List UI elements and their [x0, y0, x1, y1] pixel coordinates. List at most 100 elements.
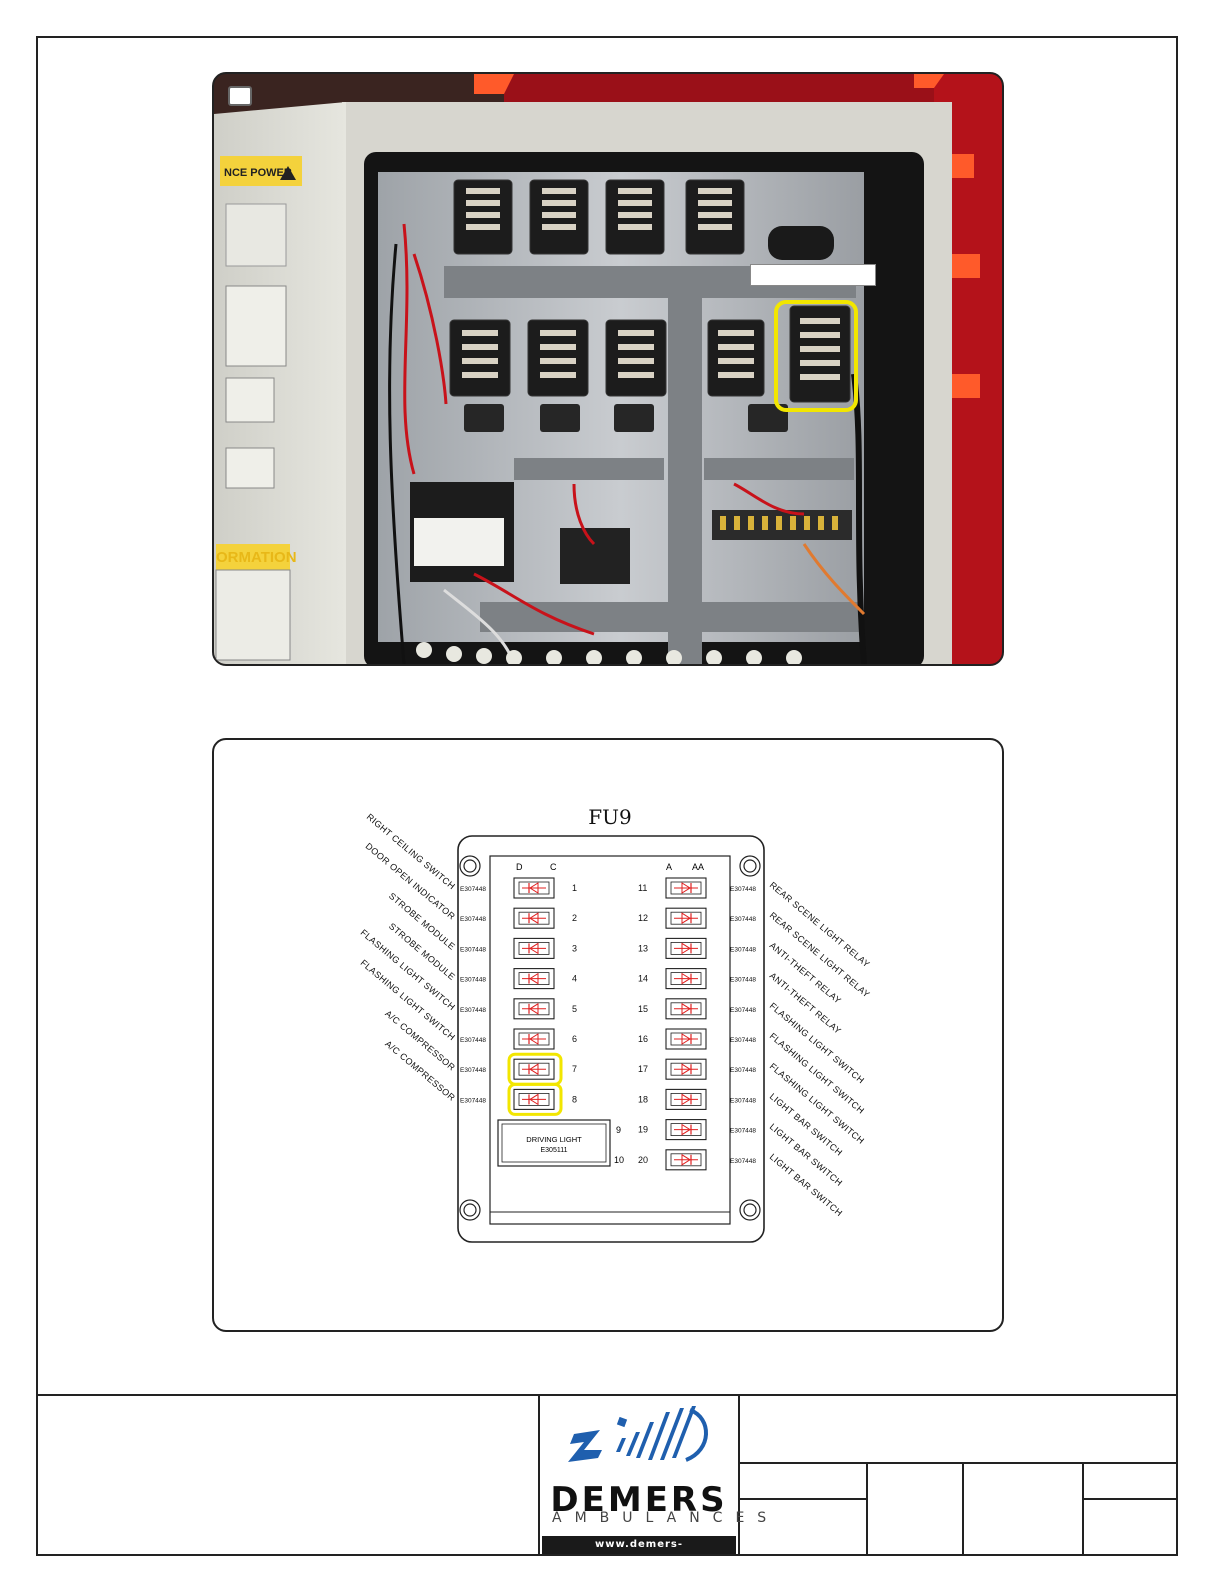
fuse-slot-15-frame	[665, 998, 707, 1020]
fuse-slot-2-inner	[518, 911, 550, 925]
slot-number-8: 8	[572, 1094, 577, 1104]
fuse-slot-20-inner	[670, 1153, 702, 1167]
fuse-slot-20-frame	[665, 1149, 707, 1171]
logo-url: www.demers-ambulances.com	[542, 1536, 736, 1568]
slot-number-3: 3	[572, 943, 577, 953]
fuse-slot-7-arrow	[529, 1063, 539, 1076]
slot-number-5: 5	[572, 1004, 577, 1014]
fuse-slot-3-frame	[513, 937, 555, 959]
slot-label-4: STROBE MODULE	[387, 921, 457, 982]
driving-light-relay	[497, 1119, 611, 1167]
part-code-right-11: E307448	[730, 886, 756, 893]
part-code-left-7: E307448	[460, 1067, 486, 1074]
slot-number-13: 13	[638, 943, 648, 953]
fuse-slot-19-inner	[670, 1123, 702, 1137]
part-code-left-8: E307448	[460, 1097, 486, 1104]
fuse-slot-4-arrow	[529, 972, 539, 985]
part-code-left-4: E307448	[460, 977, 486, 984]
fuse-block-highlight	[774, 300, 858, 412]
col-header-d: D	[516, 862, 523, 872]
title-block-col-3	[1082, 1462, 1084, 1556]
photo-label-blank	[750, 264, 876, 286]
fuse-slot-18-inner	[670, 1092, 702, 1106]
relay-num-bottom: 10	[614, 1155, 624, 1165]
photo-corner-marker	[228, 86, 252, 106]
slot-number-6: 6	[572, 1034, 577, 1044]
fuse-slot-6-inner	[518, 1032, 550, 1046]
fuse-slot-2-arrow	[529, 912, 539, 925]
title-block-top-rule	[36, 1394, 1178, 1396]
drawing-sheet-border	[36, 36, 1178, 1556]
fuse-slot-3-inner	[518, 941, 550, 955]
slot-number-1: 1	[572, 883, 577, 893]
slot-number-2: 2	[572, 913, 577, 923]
fuse-slot-5-frame	[513, 998, 555, 1020]
slot-highlight-8	[507, 1082, 563, 1116]
slot-number-11: 11	[638, 883, 647, 893]
part-code-right-18: E307448	[730, 1097, 756, 1104]
relay-part-code: E305111	[541, 1147, 568, 1154]
fuse-slot-16-inner	[670, 1032, 702, 1046]
slot-number-4: 4	[572, 974, 577, 984]
part-code-right-20: E307448	[730, 1158, 756, 1165]
demers-logo	[540, 1396, 738, 1556]
part-code-left-5: E307448	[460, 1007, 486, 1014]
part-code-left-3: E307448	[460, 946, 486, 953]
door-sticker-text: NCE POWER	[224, 167, 292, 179]
fuse-slot-19-arrow	[681, 1123, 691, 1136]
fuse-slot-19-frame	[665, 1119, 707, 1141]
slot-number-17: 17	[638, 1064, 648, 1074]
col-header-aa: AA	[692, 862, 704, 872]
demers-logo-mark-icon	[568, 1406, 708, 1462]
fuse-slot-5-arrow	[529, 1002, 539, 1015]
slot-number-14: 14	[638, 974, 648, 984]
fuse-slot-13-arrow	[681, 942, 691, 955]
fuse-slot-18-frame	[665, 1088, 707, 1110]
slot-number-16: 16	[638, 1034, 648, 1044]
fuse-slot-1-inner	[518, 881, 550, 895]
fuse-slot-6-arrow	[529, 1033, 539, 1045]
slot-label-3: STROBE MODULE	[387, 891, 457, 952]
part-code-right-12: E307448	[730, 916, 756, 923]
fuse-slot-8-inner	[518, 1092, 550, 1106]
fuse-slot-15-arrow	[681, 1002, 691, 1015]
title-block-row-1	[740, 1462, 1178, 1464]
fuse-slot-4-inner	[518, 972, 550, 986]
part-code-right-14: E307448	[730, 977, 756, 984]
title-block-row-2a	[740, 1498, 868, 1500]
diagram-title: FU9	[588, 805, 631, 829]
fu9-fuse-block-diagram: FU9 D C A AA DRIVING LIGHT E305111 9 10 …	[359, 805, 872, 1243]
logo-subtitle: AMBULANCES	[552, 1510, 780, 1526]
slot-number-7: 7	[572, 1064, 577, 1074]
fuse-slot-16-frame	[665, 1028, 707, 1050]
slot-number-19: 19	[638, 1125, 648, 1135]
slot-label-8: A/C COMPRESSOR	[383, 1039, 457, 1103]
fuse-slot-7-frame	[513, 1058, 555, 1080]
fuse-slot-5-inner	[518, 1002, 550, 1016]
fuse-slot-12-arrow	[681, 912, 691, 925]
part-code-right-13: E307448	[730, 946, 756, 953]
fuse-diagram-panel: FU9 D C A AA DRIVING LIGHT E305111 9 10 …	[212, 738, 1004, 1332]
fuse-slot-11-inner	[670, 881, 702, 895]
fuse-slot-7-inner	[518, 1062, 550, 1076]
fuse-slot-15-inner	[670, 1002, 702, 1016]
fuse-slot-18-arrow	[681, 1093, 691, 1106]
relay-num-top: 9	[616, 1125, 621, 1135]
slot-label-20: LIGHT BAR SWITCH	[768, 1152, 845, 1219]
fuse-slot-3-arrow	[529, 942, 539, 955]
logo-wordmark: DEMERS	[550, 1480, 728, 1520]
part-code-left-2: E307448	[460, 916, 486, 923]
title-block-row-2b	[1084, 1498, 1178, 1500]
fuse-slot-8-frame	[513, 1088, 555, 1110]
slot-number-20: 20	[638, 1155, 648, 1165]
fuse-slot-1-arrow	[529, 882, 539, 894]
part-code-right-16: E307448	[730, 1037, 756, 1044]
part-code-left-6: E307448	[460, 1037, 486, 1044]
fuse-slot-20-arrow	[681, 1153, 691, 1166]
fuse-slot-13-inner	[670, 941, 702, 955]
part-code-left-1: E307448	[460, 886, 486, 893]
fuse-slot-17-inner	[670, 1062, 702, 1076]
fuse-slot-12-frame	[665, 907, 707, 929]
slot-number-15: 15	[638, 1004, 648, 1014]
part-code-right-17: E307448	[730, 1067, 756, 1074]
